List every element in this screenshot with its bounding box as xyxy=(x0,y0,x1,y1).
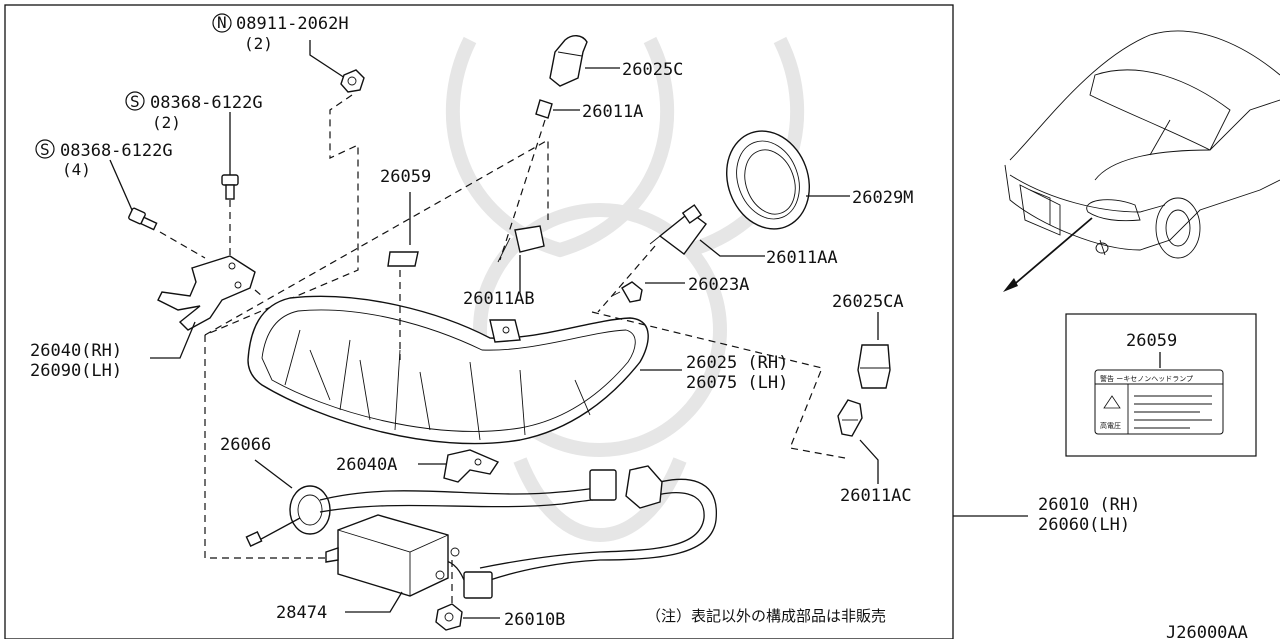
svg-text:26011A: 26011A xyxy=(582,102,643,122)
svg-text:26010B: 26010B xyxy=(504,610,565,630)
nut-callout: N 08911-2062H (2) xyxy=(204,13,365,336)
svg-text:26059: 26059 xyxy=(1126,331,1177,351)
svg-text:26040(RH): 26040(RH) xyxy=(30,341,122,361)
headlamp-housing: 26025 (RH) 26075 (LH) xyxy=(247,295,788,445)
svg-text:(4): (4) xyxy=(62,160,91,179)
svg-text:高電圧: 高電圧 xyxy=(1100,421,1121,430)
ring-26029m: 26029M xyxy=(726,130,913,230)
bracket-26040a: 26040A xyxy=(336,449,500,483)
bulb-26025ca: 26025CA xyxy=(832,292,904,389)
grommet-26066: 26066 xyxy=(220,435,331,547)
screw2-callout: S 08368-6122G (4) xyxy=(35,139,206,259)
bulb-26011ab: 26011AB xyxy=(463,225,545,309)
svg-text:警告 ーキセノンヘッドランプ: 警告 ーキセノンヘッドランプ xyxy=(1100,374,1193,383)
svg-text:26011AB: 26011AB xyxy=(463,289,535,309)
svg-text:08368-6122G: 08368-6122G xyxy=(150,93,263,113)
svg-text:26090(LH): 26090(LH) xyxy=(30,361,122,381)
svg-text:26025CA: 26025CA xyxy=(832,292,904,312)
vehicle-sketch xyxy=(1003,30,1280,292)
svg-text:S: S xyxy=(130,92,140,111)
svg-text:S: S xyxy=(40,140,50,159)
svg-text:26075 (LH): 26075 (LH) xyxy=(686,373,788,393)
svg-text:N: N xyxy=(217,13,227,32)
svg-text:26025 (RH): 26025 (RH) xyxy=(686,353,788,373)
diagram-frame xyxy=(4,4,954,639)
svg-text:26060(LH): 26060(LH) xyxy=(1038,515,1130,535)
non-sale-note: （注）表記以外の構成部品は非販売 xyxy=(646,607,886,625)
label-inset-box: 26059 警告 ーキセノンヘッドランプ 高電圧 xyxy=(1065,313,1257,457)
bracket-callout: 26040(RH) 26090(LH) xyxy=(30,255,263,381)
svg-text:26029M: 26029M xyxy=(852,188,913,208)
svg-text:(2): (2) xyxy=(244,34,273,53)
diagram-code: J26000AA xyxy=(1166,623,1248,639)
assembly-callout: 26010 (RH) 26060(LH) xyxy=(953,495,1140,535)
ballast-28474: 28474 xyxy=(276,514,460,623)
svg-text:26011AA: 26011AA xyxy=(766,248,838,268)
screw1-callout: S 08368-6122G (2) xyxy=(125,91,263,258)
svg-text:(2): (2) xyxy=(152,113,181,132)
svg-text:08368-6122G: 08368-6122G xyxy=(60,141,173,161)
svg-text:08911-2062H: 08911-2062H xyxy=(236,14,349,34)
svg-text:26066: 26066 xyxy=(220,435,271,455)
svg-text:26011AC: 26011AC xyxy=(840,486,912,506)
wiring-harness xyxy=(319,465,717,599)
dashed-guides xyxy=(204,138,846,559)
svg-text:26025C: 26025C xyxy=(622,60,683,80)
screw-26023a: 26023A xyxy=(611,275,749,303)
bulb-26011ac: 26011AC xyxy=(837,399,912,506)
svg-text:26010 (RH): 26010 (RH) xyxy=(1038,495,1140,515)
svg-text:26059: 26059 xyxy=(380,167,431,187)
svg-text:26023A: 26023A xyxy=(688,275,749,295)
label-26059: 26059 xyxy=(380,167,431,360)
bulb-26011aa: 26011AA xyxy=(597,204,838,313)
svg-text:26040A: 26040A xyxy=(336,455,397,475)
svg-text:28474: 28474 xyxy=(276,603,327,623)
bulb-26025c: 26025C 26011A xyxy=(499,35,683,261)
nut-26010b: 26010B xyxy=(435,560,565,631)
